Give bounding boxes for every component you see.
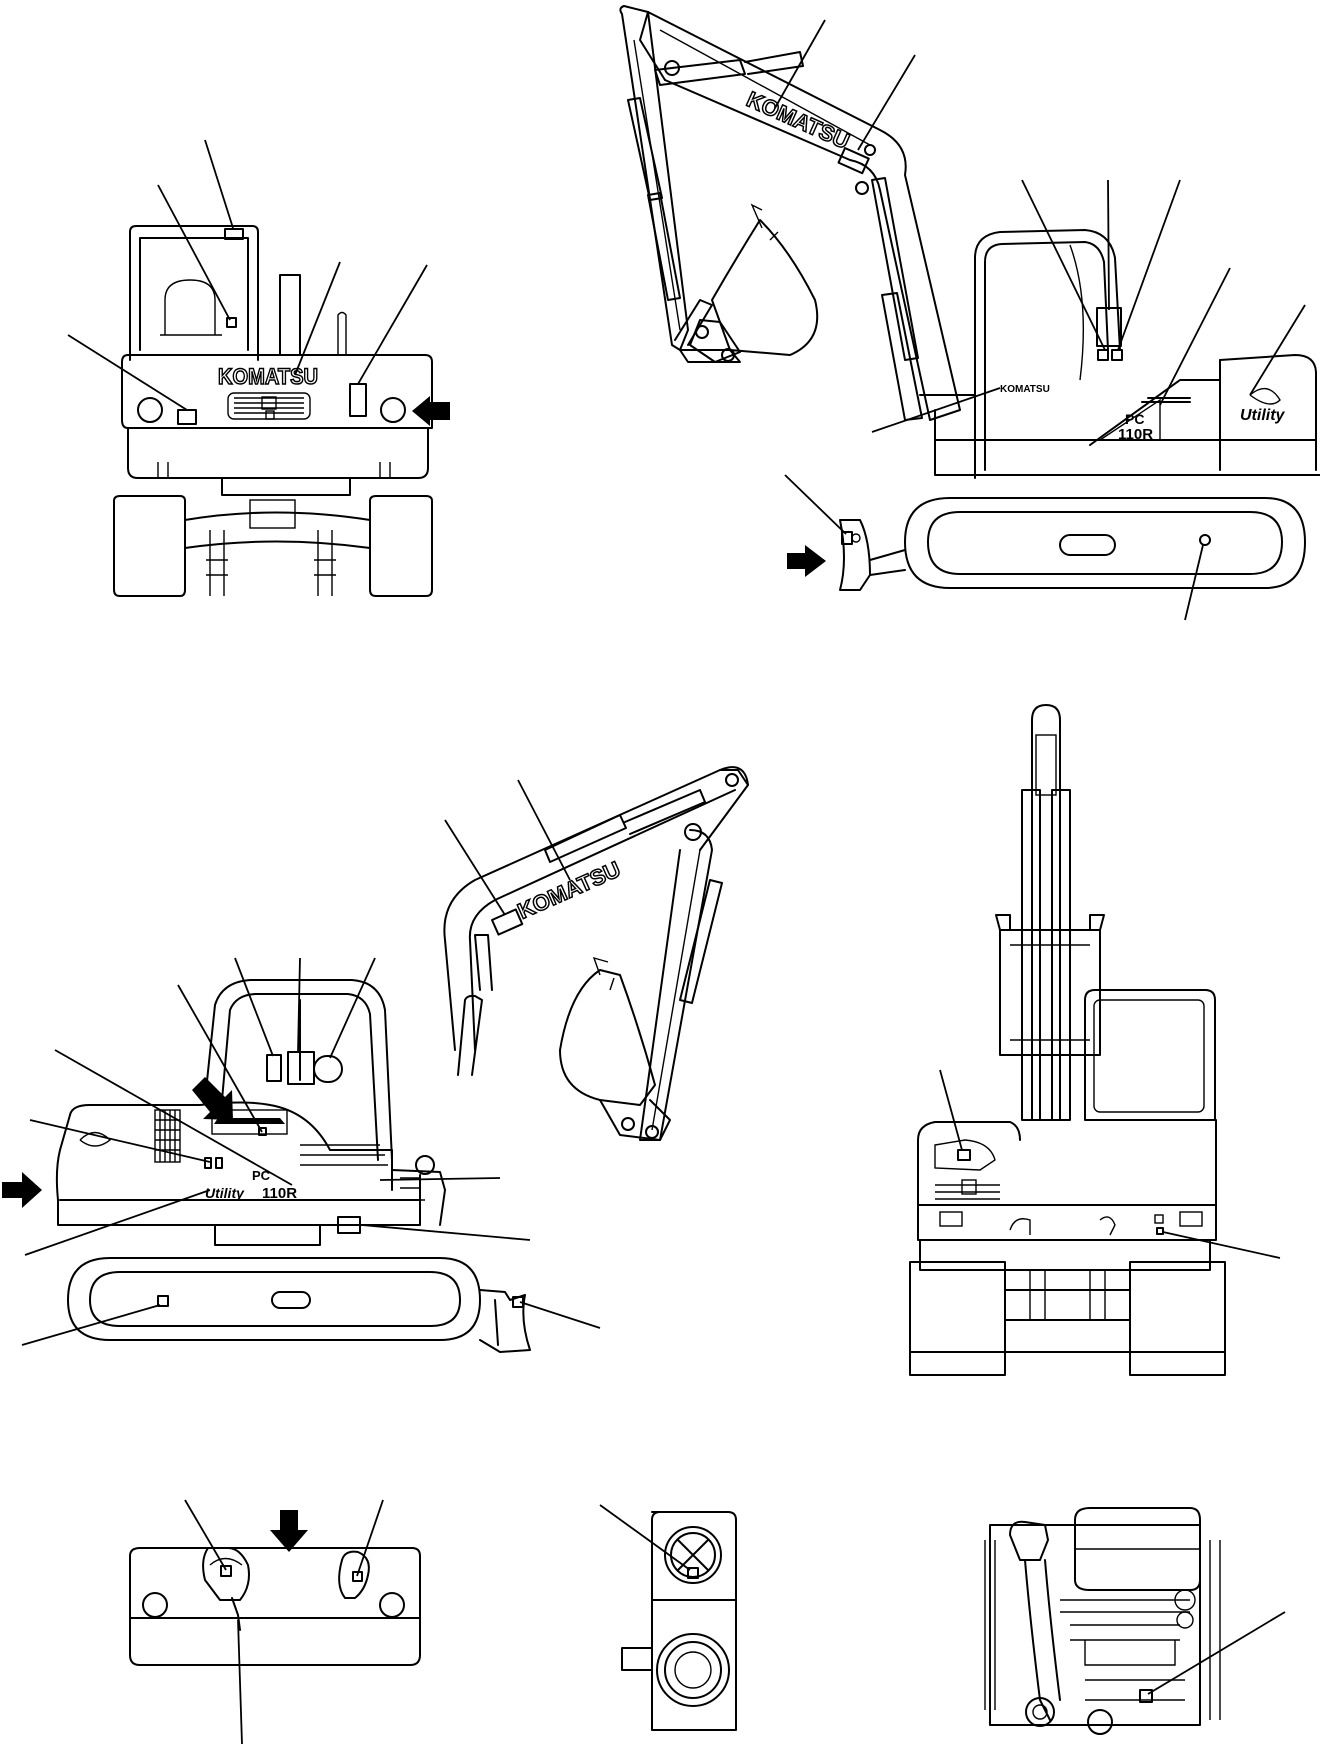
- decal-marker-icon: [224, 228, 244, 240]
- svg-text:PC: PC: [1125, 411, 1144, 427]
- right-side-view: KOMATSU Utility PC 110R KOMATSU: [619, 5, 1320, 621]
- decal-marker-icon: [1097, 349, 1109, 361]
- arrow-icon: [787, 545, 826, 577]
- decal-marker-icon: [491, 908, 524, 936]
- left-grille: [154, 1109, 181, 1163]
- front-grille: [227, 392, 311, 420]
- decal-marker-icon: [215, 1157, 223, 1169]
- rear-view: [909, 704, 1281, 1376]
- decal-marker-icon: [957, 1149, 971, 1161]
- arrow-icon: [270, 1510, 308, 1552]
- cab-komatsu-small: KOMATSU: [1000, 384, 1050, 395]
- right-utility-badge: Utility: [1240, 407, 1286, 424]
- decal-marker-icon: [258, 1127, 267, 1136]
- decal-marker-icon: [512, 1296, 524, 1308]
- decal-marker-icon: [1139, 1689, 1153, 1703]
- decal-marker-icon: [204, 1157, 212, 1169]
- decal-marker-icon: [349, 383, 367, 417]
- engine-view: [984, 1507, 1286, 1735]
- left-utility-badge: Utility: [205, 1185, 245, 1201]
- arrow-icon: [2, 1172, 42, 1208]
- decal-marker-icon: [266, 1054, 282, 1082]
- swivel-joint-view: [599, 1504, 737, 1731]
- decal-marker-icon: [157, 1295, 169, 1307]
- decal-marker-icon: [687, 1567, 699, 1579]
- svg-text:PC: PC: [252, 1168, 271, 1183]
- svg-text:110R: 110R: [1118, 426, 1153, 443]
- arrow-icon: [412, 396, 450, 426]
- right-model-badge: PC 110R: [1097, 397, 1191, 443]
- decal-marker-icon: [1156, 1227, 1164, 1235]
- decal-marker-icon: [337, 1216, 361, 1234]
- decal-marker-icon: [226, 317, 237, 328]
- front-komatsu-logo: KOMATSU: [218, 364, 318, 389]
- decal-marker-icon: [837, 147, 870, 175]
- decal-marker-icon: [1199, 534, 1211, 546]
- front-view: KOMATSU: [67, 139, 450, 597]
- decal-marker-icon: [1111, 349, 1123, 361]
- left-model-badge: PC 110R: [252, 1168, 297, 1202]
- arrow-icon: [192, 1077, 233, 1120]
- svg-text:110R: 110R: [262, 1185, 297, 1202]
- decal-marker-icon: [220, 1565, 232, 1577]
- decal-marker-icon: [177, 409, 197, 425]
- left-side-view: KOMATSU PC 110R: [2, 766, 749, 1353]
- blade-detail-view: [129, 1499, 421, 1744]
